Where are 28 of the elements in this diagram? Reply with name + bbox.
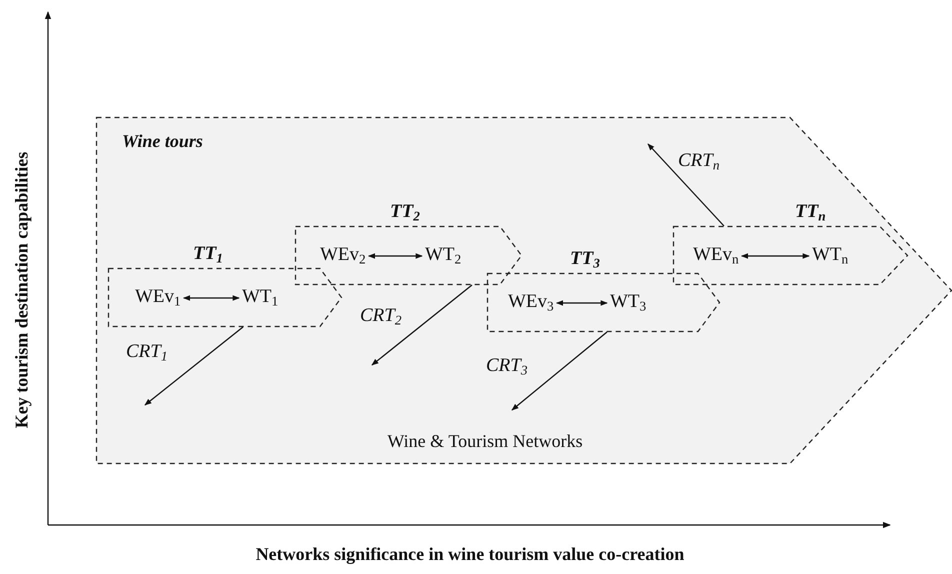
term-label: WT$_{n}$ — [812, 243, 848, 267]
arrow — [371, 284, 472, 366]
area-title: Wine tours — [122, 131, 203, 152]
term-label: WT$_{2}$ — [425, 243, 462, 267]
arrow — [511, 332, 608, 410]
arrow — [741, 253, 810, 259]
edge-label: CRT$_{2}$ — [360, 305, 402, 327]
term-label: WEv$_{3}$ — [508, 290, 554, 314]
step-title: TT$_{1}$ — [193, 243, 223, 265]
step-title: TT$_{n}$ — [795, 201, 826, 223]
step-title: TT$_{2}$ — [390, 201, 420, 223]
term-label: WT$_{3}$ — [610, 290, 646, 314]
edge-label: CRT$_{1}$ — [126, 341, 168, 363]
arrow — [144, 326, 244, 406]
step-title: TT$_{3}$ — [570, 248, 600, 270]
arrow — [648, 143, 724, 226]
axis-title: Key tourism destination capabilities — [12, 152, 32, 428]
axis-title: Networks significance in wine tourism value co-creation — [256, 544, 684, 565]
term-label: WEv$_{1}$ — [135, 285, 181, 309]
arrow — [556, 300, 608, 306]
area-caption: Wine & Tourism Networks — [387, 431, 583, 452]
edge-label: CRT$_{3}$ — [486, 355, 528, 377]
term-label: WEv$_{2}$ — [320, 243, 366, 267]
arrow — [183, 295, 240, 301]
edge-label: CRT$_{n}$ — [678, 150, 720, 172]
arrow — [368, 253, 423, 259]
term-label: WEv$_{n}$ — [693, 243, 739, 267]
term-label: WT$_{1}$ — [242, 285, 278, 309]
